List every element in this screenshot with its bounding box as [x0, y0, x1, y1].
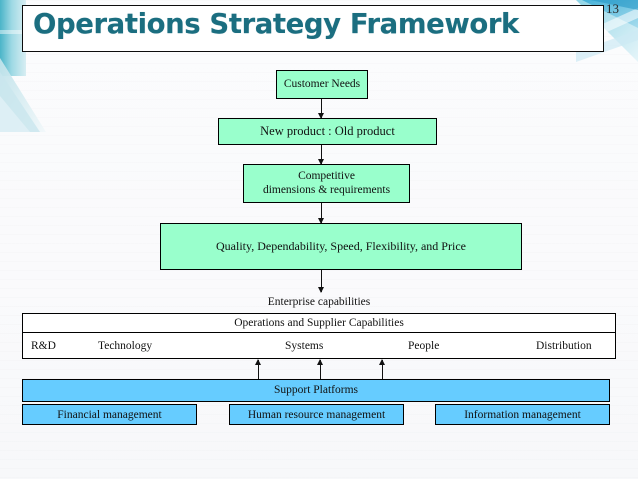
- label-enterprise-capabilities: Enterprise capabilities: [267, 296, 371, 308]
- operations-table-row: R&D Technology Systems People Distributi…: [23, 333, 615, 358]
- arrow-up-information: [378, 359, 385, 379]
- platform-financial-management: Financial management: [22, 404, 197, 425]
- platform-information-management: Information management: [435, 404, 610, 425]
- arrow-down-customer-to-product: [317, 99, 324, 119]
- arrow-down-quality-to-capabilities: [317, 270, 324, 293]
- box-quality-dimensions: Quality, Dependability, Speed, Flexibili…: [160, 223, 522, 270]
- arrow-up-human-resource: [316, 359, 323, 379]
- competitive-text: Competitive dimensions & requirements: [263, 170, 390, 197]
- arrow-down-product-to-competitive: [317, 145, 324, 165]
- competitive-line-2: dimensions & requirements: [262, 183, 391, 196]
- operations-table-header: Operations and Supplier Capabilities: [23, 314, 615, 333]
- operations-capabilities-table: Operations and Supplier Capabilities R&D…: [22, 313, 616, 359]
- page-title: Operations Strategy Framework: [33, 8, 519, 40]
- box-competitive-dimensions: Competitive dimensions & requirements: [243, 164, 410, 203]
- box-new-old-product: New product : Old product: [218, 118, 437, 145]
- ops-cell-distribution: Distribution: [536, 339, 592, 352]
- arrow-up-financial: [254, 359, 261, 379]
- ops-cell-people: People: [408, 339, 440, 352]
- page-number: 13: [606, 1, 619, 16]
- platform-human-resource-management: Human resource management: [229, 404, 404, 425]
- title-placeholder: [22, 5, 604, 52]
- box-customer-needs: Customer Needs: [276, 70, 368, 99]
- ops-cell-technology: Technology: [98, 339, 153, 352]
- box-support-platforms: Support Platforms: [22, 379, 610, 402]
- ops-cell-rd: R&D: [31, 339, 56, 352]
- competitive-line-1: Competitive: [298, 169, 355, 182]
- arrow-down-competitive-to-quality: [317, 203, 324, 224]
- ops-cell-systems: Systems: [285, 339, 324, 352]
